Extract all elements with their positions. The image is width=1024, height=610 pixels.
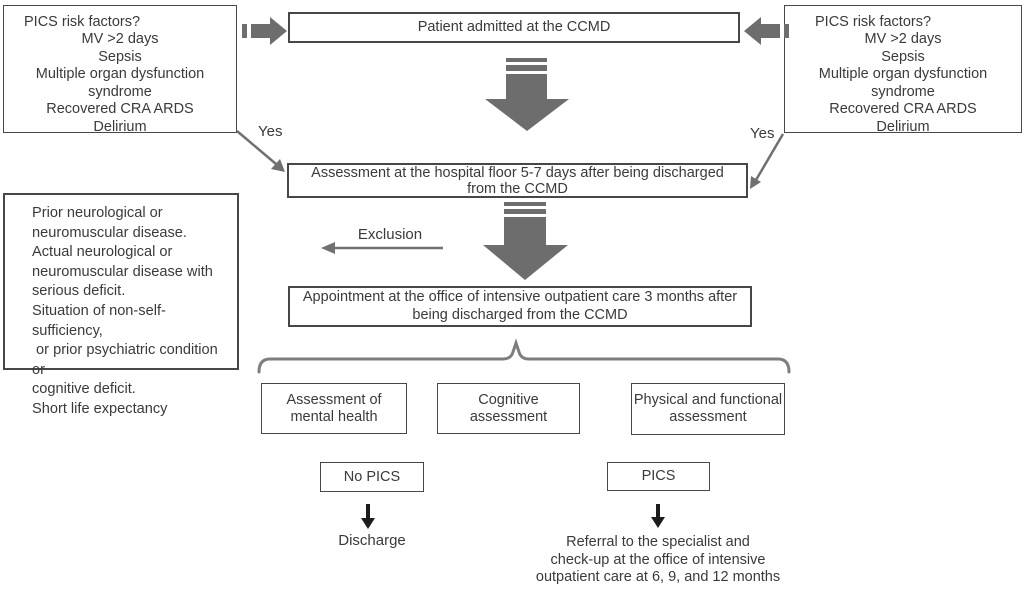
- risk-factors-right-title: PICS risk factors?: [815, 14, 932, 30]
- exclusion-label: Exclusion: [357, 226, 423, 243]
- pics-label: PICS: [641, 468, 676, 484]
- no-pics-label: No PICS: [343, 468, 401, 485]
- patient-admitted-box: Patient admitted at the CCMD: [288, 12, 740, 43]
- cognitive-label: Cognitive assessment: [469, 391, 548, 425]
- appointment-label: Appointment at the office of intensive o…: [302, 289, 738, 323]
- yes-right-label: Yes: [750, 125, 775, 142]
- referral-label: Referral to the specialist and check-up …: [535, 534, 781, 585]
- floor-assessment-box: Assessment at the hospital floor 5-7 day…: [287, 163, 748, 198]
- cognitive-box: Cognitive assessment: [437, 383, 580, 434]
- risk-factors-left-title: PICS risk factors?: [24, 14, 141, 30]
- down-block-arrow-2-icon: [483, 202, 568, 280]
- pics-box: PICS: [607, 462, 710, 491]
- risk-factors-right-items: MV >2 days Sepsis Multiple organ dysfunc…: [818, 31, 988, 135]
- exclusion-arrow-icon: [321, 242, 443, 254]
- no-pics-box: No PICS: [320, 462, 424, 492]
- yes-arrow-right-icon: [750, 133, 785, 189]
- mental-health-box: Assessment of mental health: [261, 383, 407, 434]
- risk-factors-right-box: PICS risk factors? MV >2 days Sepsis Mul…: [784, 5, 1022, 135]
- down-block-arrow-1-icon: [485, 58, 569, 131]
- exclusion-criteria-text: Prior neurological or neuromuscular dise…: [32, 205, 218, 417]
- risk-factors-left-items: MV >2 days Sepsis Multiple organ dysfunc…: [35, 31, 205, 135]
- left-block-arrow-icon: [744, 17, 789, 45]
- referral-arrow-icon: [651, 504, 665, 528]
- mental-health-label: Assessment of mental health: [286, 391, 382, 425]
- brace-connector: [257, 338, 791, 374]
- physical-functional-label: Physical and functional assessment: [633, 392, 783, 425]
- risk-factors-left-box: PICS risk factors? MV >2 days Sepsis Mul…: [3, 5, 237, 135]
- yes-left-label: Yes: [258, 123, 283, 140]
- floor-assessment-label: Assessment at the hospital floor 5-7 day…: [311, 164, 724, 197]
- appointment-box: Appointment at the office of intensive o…: [288, 286, 752, 327]
- discharge-arrow-icon: [361, 504, 375, 529]
- discharge-label: Discharge: [338, 532, 406, 549]
- patient-admitted-label: Patient admitted at the CCMD: [417, 19, 611, 35]
- physical-functional-box: Physical and functional assessment: [631, 383, 785, 435]
- exclusion-criteria-box: Prior neurological or neuromuscular dise…: [3, 193, 239, 417]
- right-block-arrow-icon: [242, 17, 287, 45]
